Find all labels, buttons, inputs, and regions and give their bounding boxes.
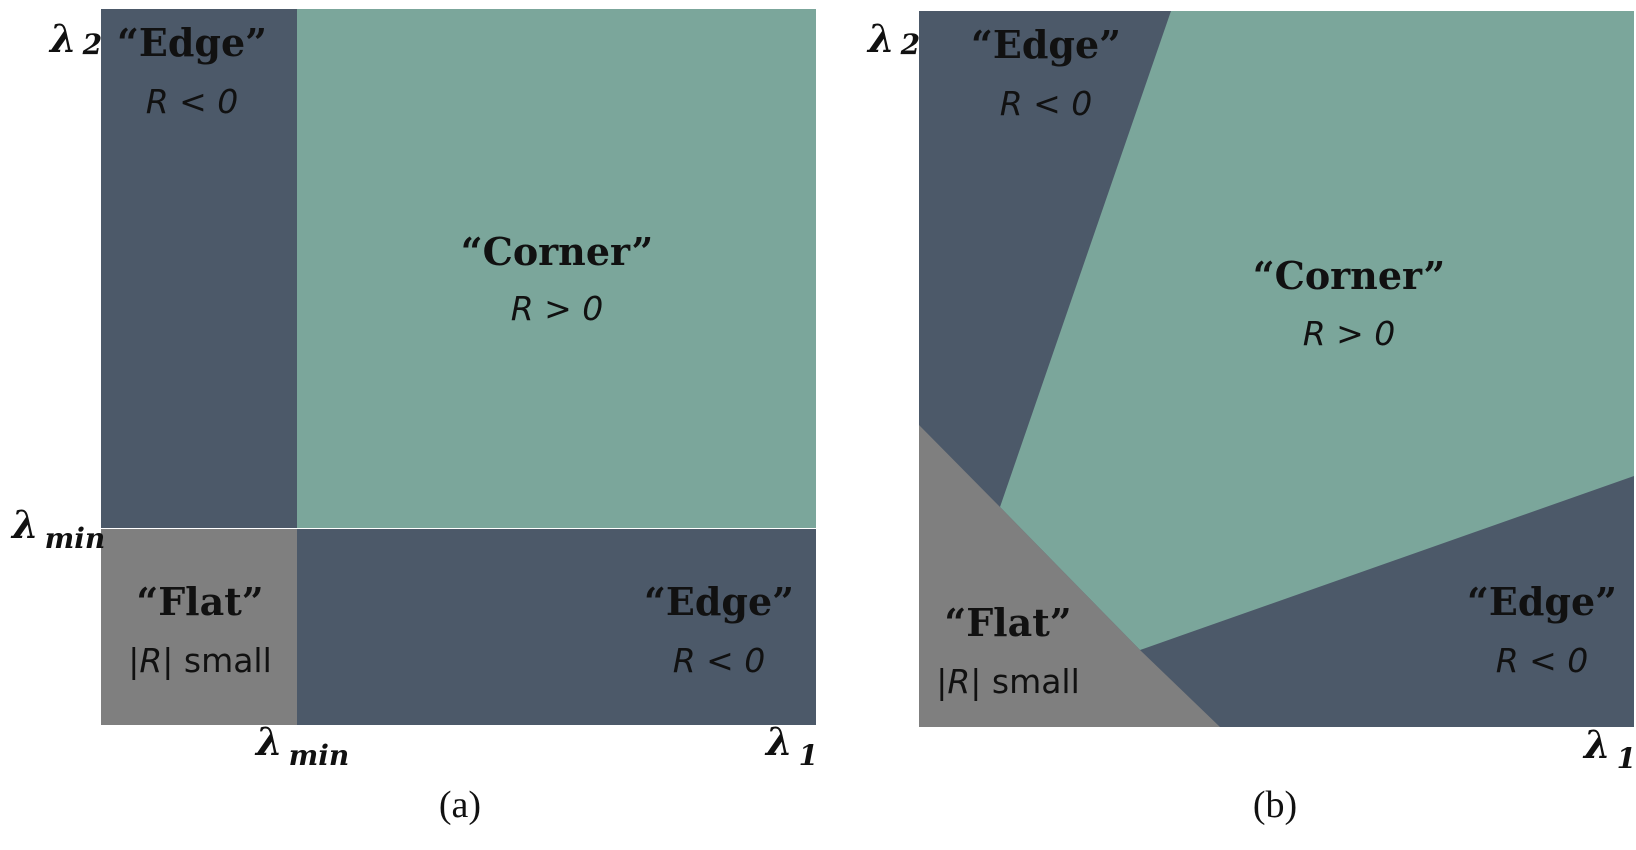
panel-b-flat-region: [919, 425, 1220, 727]
panel-a-edge-right-formula: R < 0: [673, 641, 766, 680]
panel-b-flat-label: “Flat”: [944, 600, 1071, 645]
panel-b-corner-region: [1000, 11, 1634, 650]
panel-a-edge-top-formula: R < 0: [146, 82, 239, 121]
panel-a-caption: (a): [439, 784, 481, 826]
panel-b-edge-right-formula: R < 0: [1496, 641, 1589, 680]
panel-a-corner-region: [297, 9, 816, 528]
panel-b-corner-formula: R > 0: [1303, 314, 1396, 353]
panel-b: “Edge” R < 0 “Corner” R > 0 “Flat” |R| s…: [866, 11, 1636, 826]
panel-a-flat-formula: |R| small: [128, 641, 272, 680]
panel-b-edge-top-formula: R < 0: [1000, 84, 1093, 123]
panel-b-corner-label: “Corner”: [1253, 253, 1446, 298]
panel-b-edge-right-label: “Edge”: [1467, 579, 1617, 624]
panel-a-edge-top-label: “Edge”: [117, 20, 267, 65]
panel-a: “Edge” R < 0 “Corner” R > 0 “Flat” |R| s…: [10, 9, 818, 826]
panel-a-edge-right-region: [297, 529, 816, 725]
panel-b-edge-top-label: “Edge”: [971, 22, 1121, 67]
panel-b-flat-formula: |R| small: [936, 662, 1080, 701]
panel-a-corner-formula: R > 0: [511, 289, 604, 328]
panel-a-edge-right-label: “Edge”: [644, 579, 794, 624]
panel-b-caption: (b): [1253, 784, 1297, 826]
panel-a-corner-label: “Corner”: [461, 229, 654, 274]
panel-a-flat-region: [101, 529, 298, 725]
panel-a-edge-top-region: [101, 9, 298, 528]
panel-a-flat-label: “Flat”: [136, 579, 263, 624]
